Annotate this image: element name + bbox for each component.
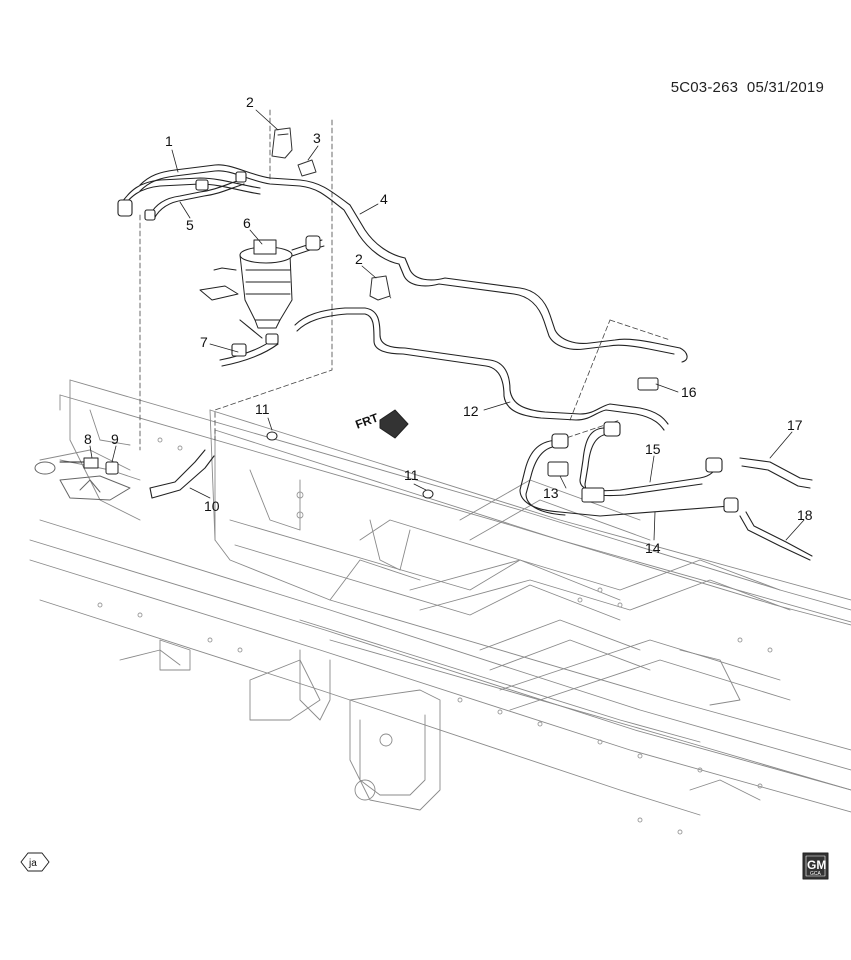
hose-10 xyxy=(149,449,215,499)
clip-3 xyxy=(297,159,317,177)
callout-1: 1 xyxy=(165,133,173,149)
callout-12: 12 xyxy=(463,403,479,419)
callout-5: 5 xyxy=(186,217,194,233)
callout-16: 16 xyxy=(681,384,697,400)
clip-13-b xyxy=(581,487,605,503)
clip-13-a xyxy=(547,461,569,477)
fuel-pipe-14 xyxy=(519,433,739,517)
callout-11-b: 11 xyxy=(404,467,419,483)
language-badge xyxy=(20,852,50,872)
gm-logo-subtext: GCA xyxy=(810,871,822,877)
nut-11-a xyxy=(266,431,278,441)
fuel-pipe-7 xyxy=(219,319,279,367)
fuel-filter-6 xyxy=(199,235,325,329)
diagram-header: 5C03-263 05/31/2019 xyxy=(671,79,824,96)
clip-2-mid xyxy=(369,275,391,301)
fuel-pipe-1 xyxy=(119,177,261,212)
callout-13: 13 xyxy=(543,485,559,501)
frame-holes xyxy=(97,437,773,835)
callout-2-mid: 2 xyxy=(355,251,363,267)
front-direction-arrow xyxy=(379,409,409,439)
callout-7: 7 xyxy=(200,334,208,350)
fuel-pipe-4 xyxy=(139,164,688,363)
callout-6: 6 xyxy=(243,215,251,231)
callout-10: 10 xyxy=(204,498,220,514)
leader-lines xyxy=(139,109,671,451)
callout-leaders xyxy=(89,109,805,541)
callout-17: 17 xyxy=(787,417,803,433)
callout-3: 3 xyxy=(313,130,321,146)
callout-9: 9 xyxy=(111,431,119,447)
gm-logo xyxy=(802,852,829,880)
hose-17 xyxy=(739,457,813,489)
gm-logo-text: GM xyxy=(807,858,826,872)
vehicle-frame xyxy=(29,379,851,835)
frt-label: FRT xyxy=(354,410,381,431)
callout-14: 14 xyxy=(645,540,661,556)
clip-16 xyxy=(637,377,659,391)
fuel-pipe-15 xyxy=(579,421,723,497)
fuel-pipe-12 xyxy=(294,307,669,431)
diagram-date: 05/31/2019 xyxy=(746,79,824,96)
callout-2-top: 2 xyxy=(246,94,254,110)
callout-15: 15 xyxy=(645,441,661,457)
nut-11-b xyxy=(422,489,434,499)
fuel-pump-module xyxy=(34,461,131,501)
callout-4: 4 xyxy=(380,191,388,207)
language-badge-label: ja xyxy=(28,858,37,869)
callout-8: 8 xyxy=(84,431,92,447)
diagram-code: 5C03-263 xyxy=(670,79,739,96)
clip-2-top xyxy=(271,127,293,159)
callout-18: 18 xyxy=(797,507,813,523)
hose-18 xyxy=(739,511,813,561)
callout-labels: 1 2 3 4 5 6 2 7 16 11 12 8 9 17 15 11 13… xyxy=(84,94,813,556)
callout-11-a: 11 xyxy=(255,401,270,417)
sensor-8 xyxy=(59,457,99,469)
connector-9 xyxy=(105,461,119,475)
fuel-pipe-5 xyxy=(117,171,247,221)
